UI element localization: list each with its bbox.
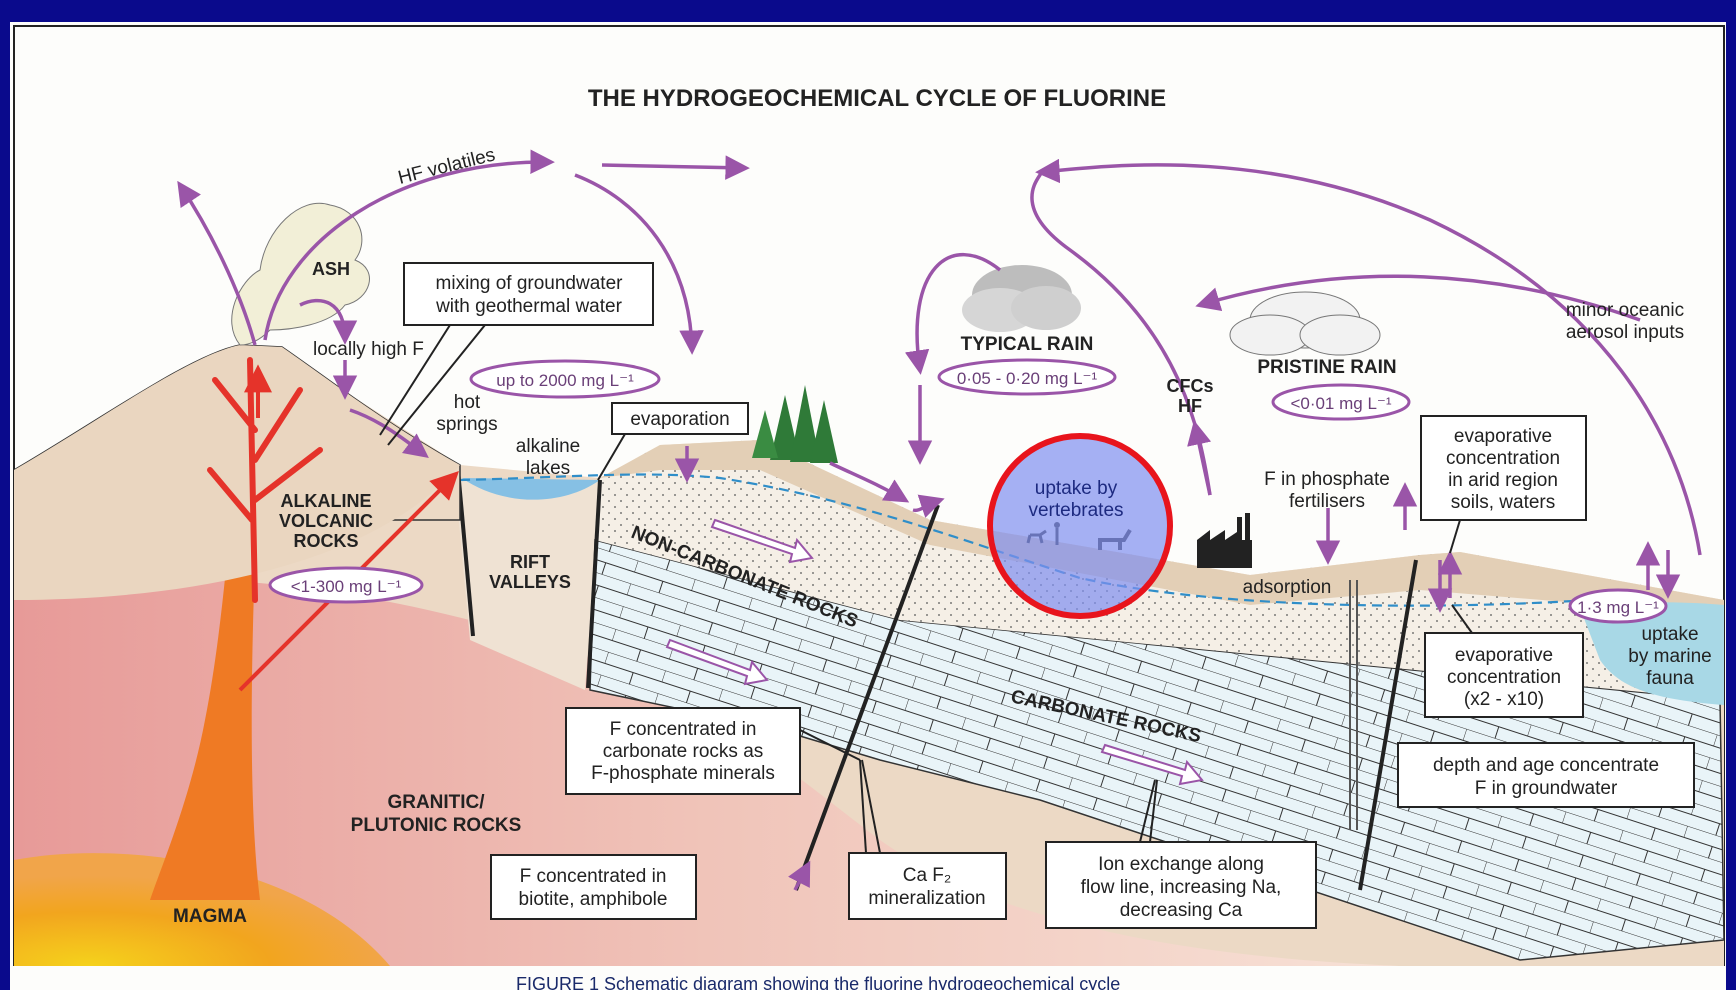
label-minor-oceanic-1: minor oceanic xyxy=(1566,300,1684,321)
oval-typical-rain: 0·05 - 0·20 mg L⁻¹ xyxy=(957,369,1098,388)
diagram-title: THE HYDROGEOCHEMICAL CYCLE OF FLUORINE xyxy=(588,85,1166,112)
box-f-carb-2: carbonate rocks as xyxy=(603,741,764,762)
box-caf2 xyxy=(849,853,1006,919)
label-locally-high-f: locally high F xyxy=(313,339,424,360)
box-mixing-line2: with geothermal water xyxy=(435,296,623,317)
box-evap-arid-2: concentration xyxy=(1446,448,1560,469)
label-rift-valleys-2: VALLEYS xyxy=(489,572,571,592)
box-f-carb-3: F-phosphate minerals xyxy=(591,763,775,784)
label-granitic-2: PLUTONIC ROCKS xyxy=(351,815,522,836)
label-typical-rain: TYPICAL RAIN xyxy=(961,334,1094,355)
figure-caption: FIGURE 1 Schematic diagram showing the f… xyxy=(516,974,1120,990)
box-evap-conc-3: (x2 - x10) xyxy=(1464,689,1544,710)
label-f-phosphate-2: fertilisers xyxy=(1289,491,1365,512)
box-depth-1: depth and age concentrate xyxy=(1433,755,1659,776)
label-alkaline-volcanic-1: ALKALINE xyxy=(281,491,372,511)
label-granitic-1: GRANITIC/ xyxy=(387,792,485,813)
label-uptake-vertebrates-2: vertebrates xyxy=(1028,500,1123,521)
box-ion-3: decreasing Ca xyxy=(1120,900,1243,921)
label-alkaline-volcanic-3: ROCKS xyxy=(293,531,358,551)
box-biotite-1: F concentrated in xyxy=(520,866,667,887)
box-mixing-line1: mixing of groundwater xyxy=(436,273,624,294)
label-uptake-marine-1: uptake xyxy=(1641,624,1698,645)
label-hot-springs-1: hot xyxy=(454,392,481,413)
label-minor-oceanic-2: aerosol inputs xyxy=(1566,322,1684,343)
box-evap-arid-3: in arid region xyxy=(1448,470,1558,491)
box-caf2-1: Ca F₂ xyxy=(903,865,952,886)
label-hot-springs-2: springs xyxy=(436,414,497,435)
box-caf2-2: mineralization xyxy=(868,888,985,909)
label-pristine-rain: PRISTINE RAIN xyxy=(1257,357,1396,378)
label-uptake-vertebrates-1: uptake by xyxy=(1035,478,1118,499)
oval-volcanic: <1-300 mg L⁻¹ xyxy=(291,577,402,596)
box-evaporation-text: evaporation xyxy=(630,409,729,430)
box-f-carb-1: F concentrated in xyxy=(610,719,757,740)
box-biotite-2: biotite, amphibole xyxy=(519,889,668,910)
oval-pristine-rain: <0·01 mg L⁻¹ xyxy=(1290,394,1391,413)
label-uptake-marine-3: fauna xyxy=(1646,668,1694,689)
oval-up-to-2000: up to 2000 mg L⁻¹ xyxy=(496,371,634,390)
box-ion-2: flow line, increasing Na, xyxy=(1081,877,1282,898)
label-f-phosphate-1: F in phosphate xyxy=(1264,469,1390,490)
label-cfcs: CFCs xyxy=(1166,376,1213,396)
label-rift-valleys-1: RIFT xyxy=(510,552,550,572)
label-uptake-marine-2: by marine xyxy=(1628,646,1711,667)
box-ion-1: Ion exchange along xyxy=(1098,854,1264,875)
label-alkaline-lakes-2: lakes xyxy=(526,458,570,479)
box-evap-conc-1: evaporative xyxy=(1455,645,1553,666)
label-magma: MAGMA xyxy=(173,906,247,927)
label-alkaline-volcanic-2: VOLCANIC xyxy=(279,511,373,531)
label-ash: ASH xyxy=(312,259,350,279)
label-alkaline-lakes-1: alkaline xyxy=(516,436,580,457)
box-evap-arid-4: soils, waters xyxy=(1451,492,1556,513)
oval-marine: 1·3 mg L⁻¹ xyxy=(1577,598,1659,617)
box-depth-2: F in groundwater xyxy=(1475,778,1618,799)
label-adsorption: adsorption xyxy=(1243,577,1332,598)
highlight-uptake-vertebrates xyxy=(990,436,1170,616)
box-evap-conc-2: concentration xyxy=(1447,667,1561,688)
box-evap-arid-1: evaporative xyxy=(1454,426,1552,447)
label-hf: HF xyxy=(1178,396,1202,416)
